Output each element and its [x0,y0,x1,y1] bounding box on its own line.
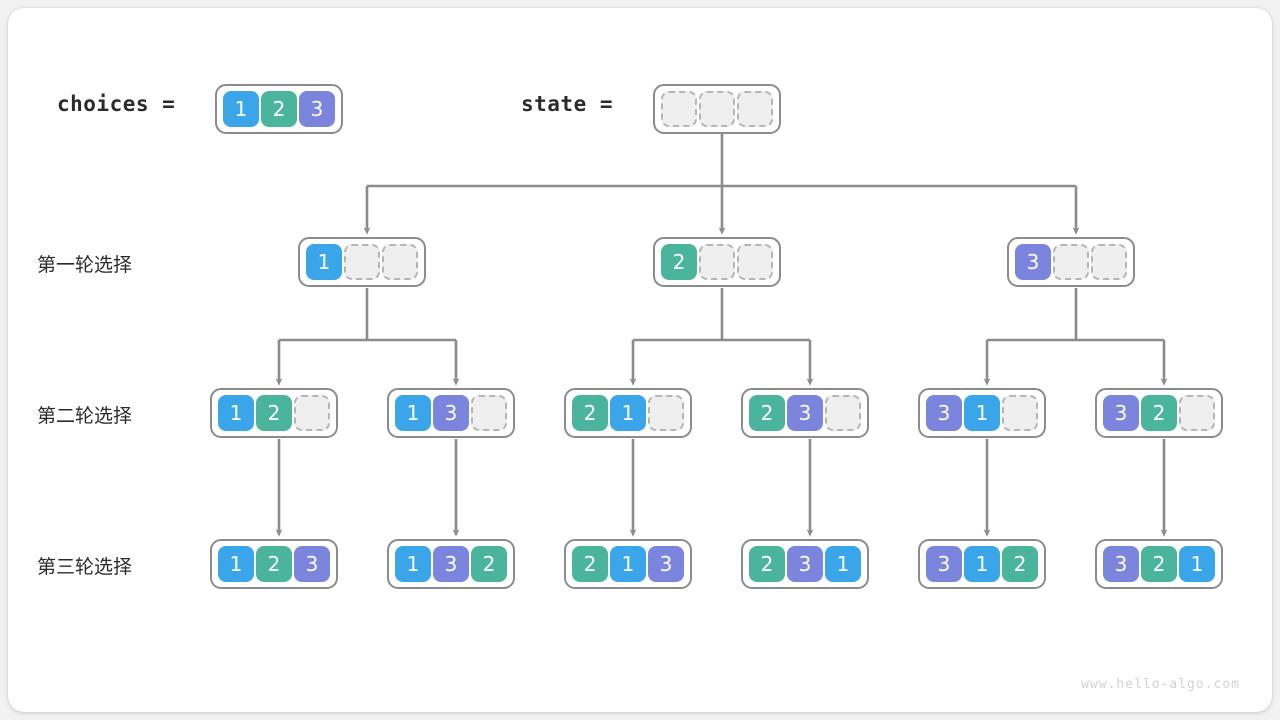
level2-node-6-cell-1: 2 [1141,395,1177,431]
level1-node-3-cell-1 [1053,244,1089,280]
level2-node-3-cell-0: 2 [572,395,608,431]
level3-node-5-cell-0: 3 [926,546,962,582]
level1-node-1-cell-1 [344,244,380,280]
level1-node-2: 2 [653,237,781,287]
level3-node-2-cell-1: 3 [433,546,469,582]
level1-node-1: 1 [298,237,426,287]
level2-node-5-cell-2 [1002,395,1038,431]
level3-node-6-cell-1: 2 [1141,546,1177,582]
row-label-round-2: 第二轮选择 [37,405,133,427]
level2-node-2-cell-2 [471,395,507,431]
level1-node-2-cell-2 [737,244,773,280]
level3-node-5-cell-1: 1 [964,546,1000,582]
level2-node-4-cell-0: 2 [749,395,785,431]
level2-node-2-cell-0: 1 [395,395,431,431]
level1-node-2-cell-0: 2 [661,244,697,280]
level3-node-5-cell-2: 2 [1002,546,1038,582]
level2-node-4-cell-1: 3 [787,395,823,431]
level3-node-2-cell-0: 1 [395,546,431,582]
level1-node-3-cell-2 [1091,244,1127,280]
state-array [653,84,781,134]
state-cell-2 [737,91,773,127]
choices-cell-2: 3 [299,91,335,127]
level3-node-6-cell-2: 1 [1179,546,1215,582]
level3-node-1-cell-1: 2 [256,546,292,582]
level2-node-2-cell-1: 3 [433,395,469,431]
choices-label: choices = [57,92,176,116]
level2-node-1-cell-2 [294,395,330,431]
level2-node-5-cell-1: 1 [964,395,1000,431]
row-label-round-1: 第一轮选择 [37,254,133,276]
level3-node-4-cell-0: 2 [749,546,785,582]
level3-node-1-cell-0: 1 [218,546,254,582]
level2-node-3-cell-2 [648,395,684,431]
level3-node-3-cell-0: 2 [572,546,608,582]
level2-node-6-cell-0: 3 [1103,395,1139,431]
level2-node-6-cell-2 [1179,395,1215,431]
level3-node-1-cell-2: 3 [294,546,330,582]
level3-node-4-cell-1: 3 [787,546,823,582]
level3-node-6-cell-0: 3 [1103,546,1139,582]
watermark: www.hello-algo.com [1081,677,1240,692]
level2-node-5-cell-0: 3 [926,395,962,431]
level1-node-1-cell-0: 1 [306,244,342,280]
diagram-card [8,8,1272,712]
level1-node-3: 3 [1007,237,1135,287]
level1-node-1-cell-2 [382,244,418,280]
level2-node-4-cell-2 [825,395,861,431]
state-cell-0 [661,91,697,127]
level2-node-1-cell-1: 2 [256,395,292,431]
state-label: state = [521,92,614,116]
choices-cell-1: 2 [261,91,297,127]
state-cell-1 [699,91,735,127]
level1-node-3-cell-0: 3 [1015,244,1051,280]
level2-node-1-cell-0: 1 [218,395,254,431]
level3-node-4-cell-2: 1 [825,546,861,582]
level3-node-2-cell-2: 2 [471,546,507,582]
choices-cell-0: 1 [223,91,259,127]
level2-node-3-cell-1: 1 [610,395,646,431]
row-label-round-3: 第三轮选择 [37,556,133,578]
level1-node-2-cell-1 [699,244,735,280]
level3-node-3-cell-2: 3 [648,546,684,582]
level3-node-3-cell-1: 1 [610,546,646,582]
